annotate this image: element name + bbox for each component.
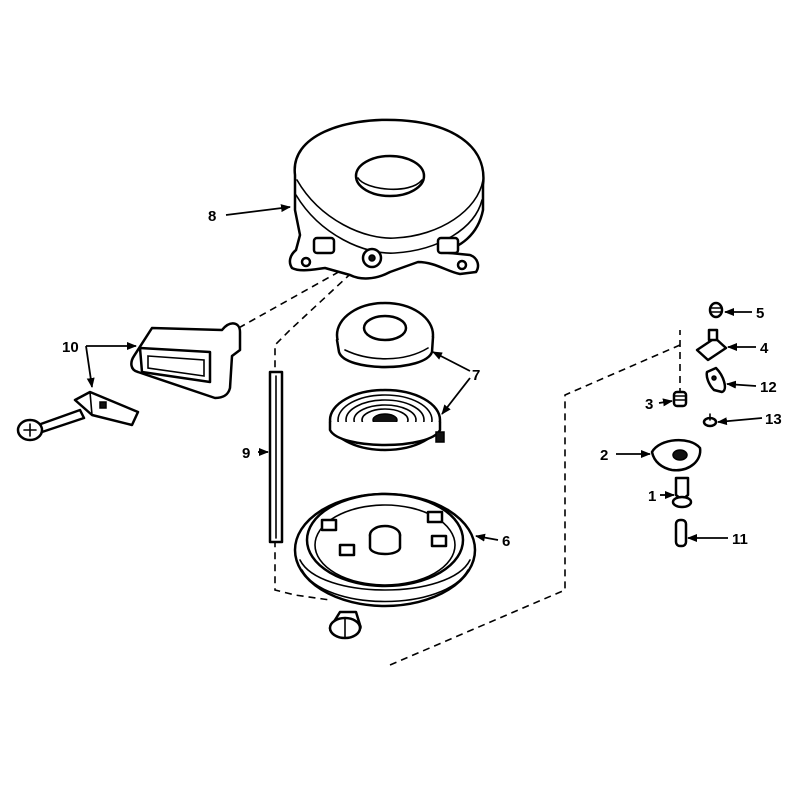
retainer-13 (702, 413, 718, 428)
callout-12: 12 (760, 379, 777, 396)
starter-housing (288, 118, 485, 280)
callout-labels: 8 10 7 9 6 5 4 12 3 13 2 1 11 (62, 208, 782, 550)
callout-4: 4 (760, 340, 769, 357)
callout-11: 11 (732, 531, 748, 548)
callout-3: 3 (645, 396, 653, 413)
callout-2: 2 (600, 447, 608, 464)
plate-4 (695, 328, 728, 362)
callout-6: 6 (502, 533, 510, 550)
starter-rope (268, 370, 284, 544)
rewind-spring (328, 388, 445, 452)
callout-9: 9 (242, 445, 250, 462)
spring-cover (335, 301, 435, 369)
leader-lines (85, 204, 763, 542)
pawl-2 (650, 439, 702, 472)
pulley-retainer (328, 610, 362, 640)
callout-13: 13 (765, 411, 782, 428)
callout-10: 10 (62, 339, 79, 356)
starter-pulley (293, 492, 477, 608)
callout-8: 8 (208, 208, 216, 225)
handle-screw (16, 408, 86, 442)
callout-1: 1 (648, 488, 656, 505)
callout-5: 5 (756, 305, 764, 322)
handle-insert (73, 390, 140, 427)
callout-7: 7 (472, 367, 480, 384)
spring-3 (672, 390, 688, 408)
link-12 (705, 366, 727, 394)
assembly-guide-lines (234, 259, 681, 666)
spring-5 (708, 301, 724, 319)
starter-handle (130, 322, 242, 400)
pin-11 (674, 518, 688, 548)
pin-1 (671, 476, 693, 509)
